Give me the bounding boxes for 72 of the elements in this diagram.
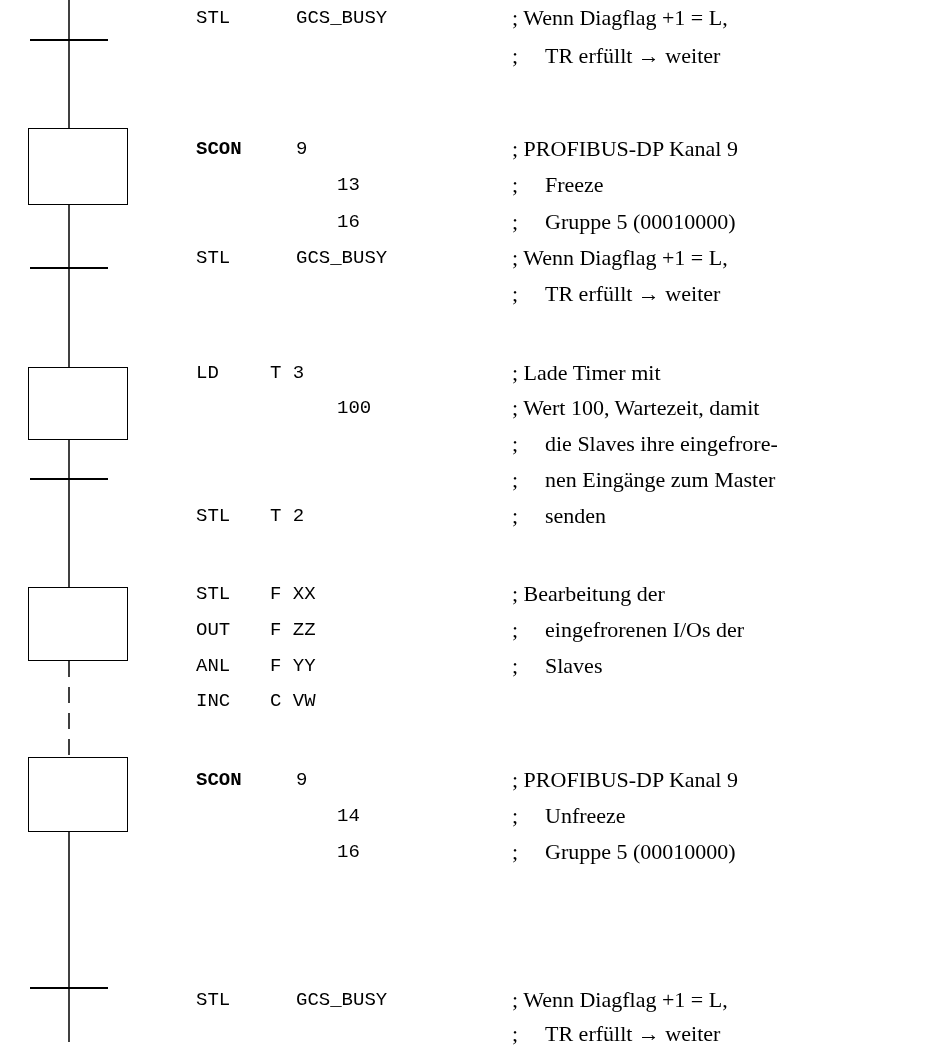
comment-text: ; [512, 283, 519, 305]
connector-line [68, 204, 70, 269]
comment-text: TR erfüllt → weiter [545, 283, 721, 305]
code-text: T 3 [270, 363, 305, 383]
code-text: 9 [296, 139, 308, 159]
comment-text: ; Bearbeitung der [512, 583, 665, 605]
comment-text: ; [512, 469, 519, 491]
code-text: T 2 [270, 506, 305, 526]
step-box [28, 128, 128, 205]
code-text: GCS_BUSY [296, 8, 388, 28]
comment-text: TR erfüllt → weiter [545, 1023, 721, 1045]
comment-text: ; [512, 655, 519, 677]
code-text: STL [196, 506, 231, 526]
comment-text: ; PROFIBUS-DP Kanal 9 [512, 769, 738, 791]
connector-line [68, 39, 70, 129]
connector-line [68, 831, 70, 989]
comment-text: die Slaves ihre eingefrore- [545, 433, 778, 455]
comment-text: ; [512, 433, 519, 455]
comment-text: ; PROFIBUS-DP Kanal 9 [512, 138, 738, 160]
code-text: STL [196, 8, 231, 28]
comment-text: ; [512, 174, 519, 196]
code-text: STL [196, 990, 231, 1010]
comment-text: ; Wenn Diagflag +1 = L, [512, 7, 728, 29]
step-box [28, 367, 128, 440]
code-text: INC [196, 691, 231, 711]
comment-text: Unfreeze [545, 805, 626, 827]
code-text: STL [196, 584, 231, 604]
connector-line [68, 0, 70, 41]
comment-text: Gruppe 5 (00010000) [545, 211, 736, 233]
comment-text: ; [512, 619, 519, 641]
code-text: 16 [337, 212, 360, 232]
connector-line [68, 439, 70, 480]
code-text: C VW [270, 691, 316, 711]
comment-text: ; [512, 841, 519, 863]
comment-text: ; [512, 211, 519, 233]
code-text: STL [196, 248, 231, 268]
code-text: 13 [337, 175, 360, 195]
comment-text: ; Wenn Diagflag +1 = L, [512, 247, 728, 269]
code-text: F XX [270, 584, 316, 604]
connector-line [68, 987, 70, 1043]
code-text: OUT [196, 620, 231, 640]
connector-line [68, 267, 70, 368]
comment-text: senden [545, 505, 607, 527]
comment-text: ; [512, 805, 519, 827]
comment-text: nen Eingänge zum Master [545, 469, 776, 491]
code-text: F ZZ [270, 620, 316, 640]
comment-text: Gruppe 5 (00010000) [545, 841, 736, 863]
code-text: GCS_BUSY [296, 248, 388, 268]
comment-text: Freeze [545, 174, 604, 196]
code-text: 16 [337, 842, 360, 862]
comment-text: Slaves [545, 655, 603, 677]
comment-text: ; Wenn Diagflag +1 = L, [512, 989, 728, 1011]
connector-line [68, 660, 70, 758]
comment-text: eingefrorenen I/Os der [545, 619, 745, 641]
code-text: SCON [196, 770, 242, 790]
step-box [28, 587, 128, 661]
comment-text: TR erfüllt → weiter [545, 45, 721, 67]
connector-line [68, 478, 70, 588]
code-text: GCS_BUSY [296, 990, 388, 1010]
comment-text: ; [512, 505, 519, 527]
step-box [28, 757, 128, 832]
comment-text: ; Lade Timer mit [512, 362, 661, 384]
code-text: F YY [270, 656, 316, 676]
code-text: SCON [196, 139, 242, 159]
code-text: 9 [296, 770, 308, 790]
code-text: LD [196, 363, 219, 383]
code-text: 100 [337, 398, 372, 418]
code-text: ANL [196, 656, 231, 676]
comment-text: ; [512, 45, 519, 67]
comment-text: ; Wert 100, Wartezeit, damit [512, 397, 760, 419]
code-text: 14 [337, 806, 360, 826]
comment-text: ; [512, 1023, 519, 1045]
